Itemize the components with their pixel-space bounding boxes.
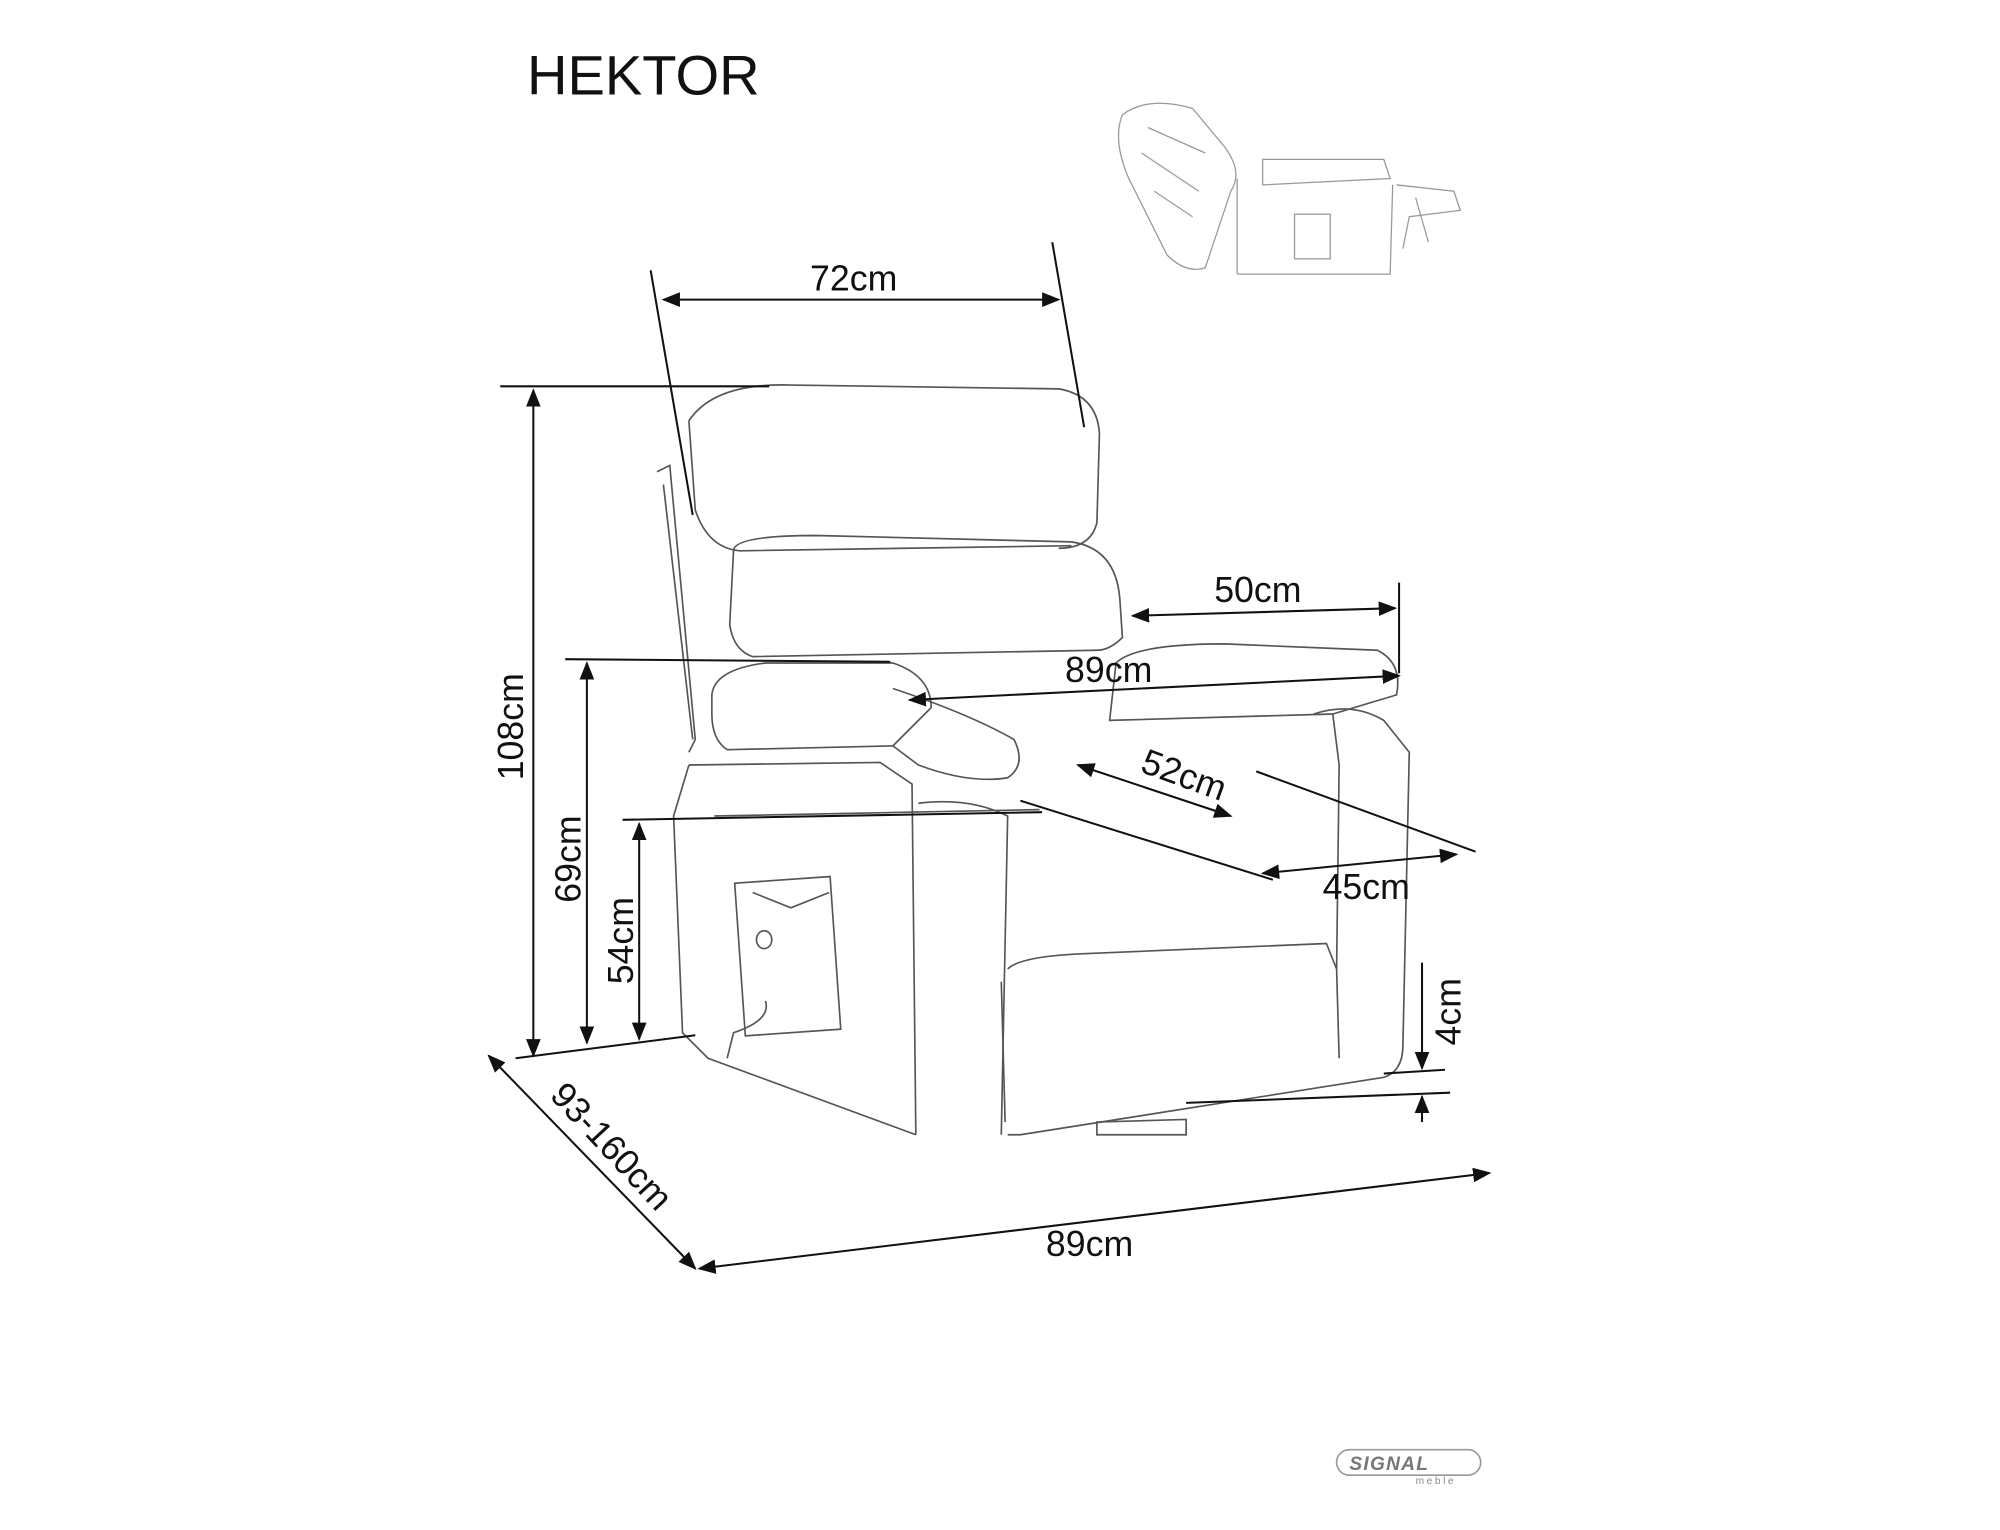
dim-seat-width-label: 45cm	[1323, 867, 1410, 907]
dim-seat-height-label: 54cm	[601, 897, 641, 984]
logo-sub: meble	[1416, 1476, 1456, 1487]
recliner-chair-sketch	[656, 384, 1411, 1136]
dim-top-width-label: 72cm	[810, 259, 897, 299]
dim-armrest-width-label: 89cm	[1065, 650, 1152, 690]
dim-seat-depth-label: 52cm	[1136, 741, 1232, 808]
dimension-lines	[487, 242, 1492, 1274]
reclined-chair-thumbnail	[1117, 102, 1462, 275]
dim-width-label: 89cm	[1046, 1224, 1133, 1264]
signal-meble-logo: SIGNAL meble	[1335, 1448, 1482, 1487]
dim-backrest-width-label: 50cm	[1214, 570, 1301, 610]
dim-leg-height-label: 4cm	[1428, 978, 1468, 1045]
dim-armrest-height-label: 69cm	[549, 815, 589, 902]
dim-total-height-label: 108cm	[491, 673, 531, 780]
dim-depth-label: 93-160cm	[543, 1075, 680, 1218]
logo-brand: SIGNAL	[1349, 1454, 1429, 1475]
product-title: HEKTOR	[527, 43, 760, 106]
